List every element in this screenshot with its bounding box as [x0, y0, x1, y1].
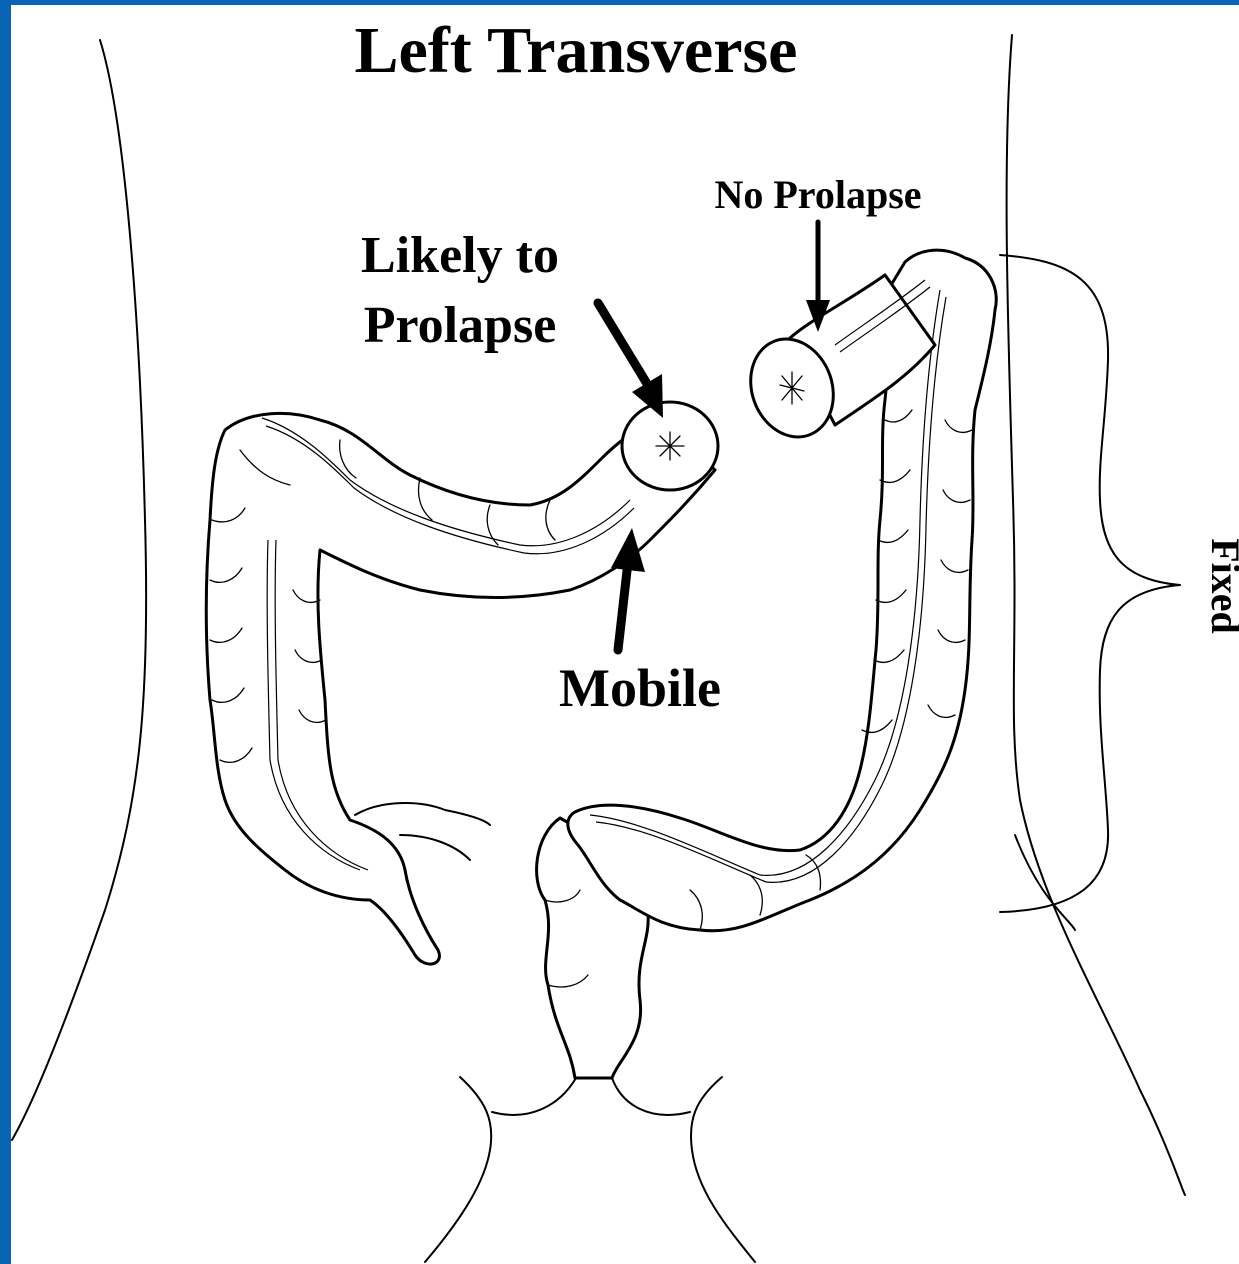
label-likely-to-prolapse-line1: Likely to	[361, 227, 559, 284]
fixed-bracket	[1000, 255, 1180, 912]
label-mobile: Mobile	[559, 658, 721, 718]
stoma-lumen-icon	[656, 432, 684, 460]
label-no-prolapse: No Prolapse	[714, 172, 921, 217]
pelvis-outline	[425, 1077, 755, 1262]
diagram-title: Left Transverse	[355, 14, 798, 87]
label-fixed: Fixed	[1203, 538, 1239, 634]
arrow-likely-to-prolapse	[598, 303, 663, 418]
label-likely-to-prolapse-line2: Prolapse	[364, 297, 557, 354]
proximal-stoma	[622, 402, 718, 490]
